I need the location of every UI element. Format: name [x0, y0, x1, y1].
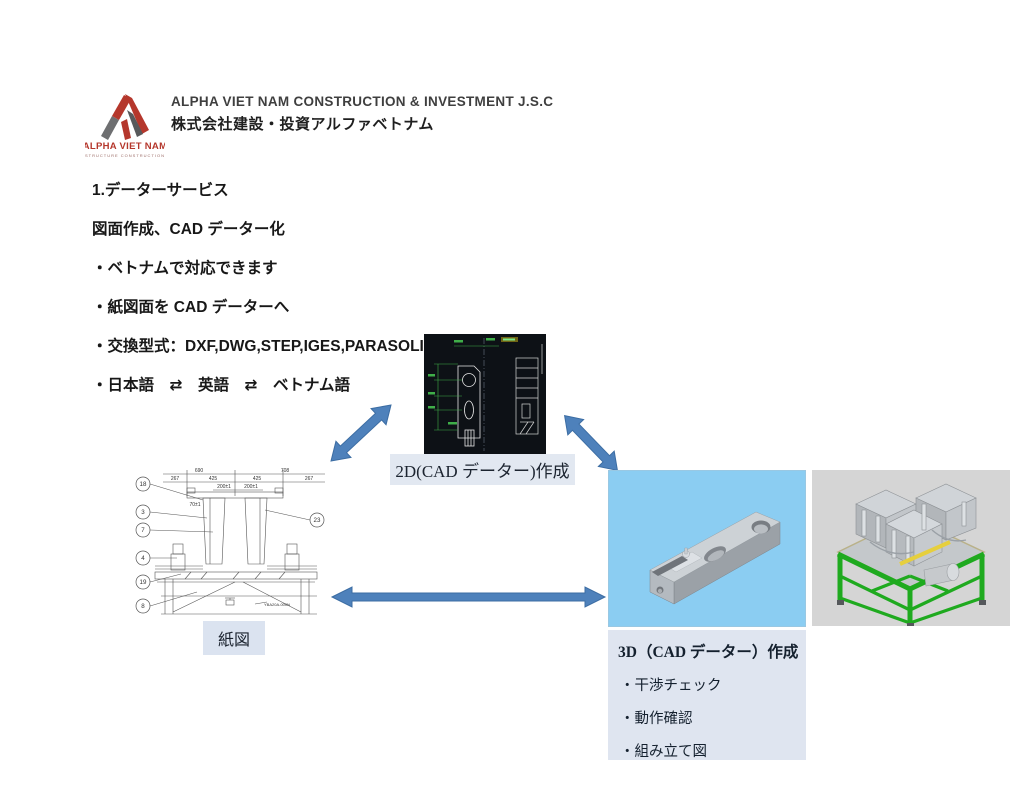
cad-3d-bullet-assembly: ・組み立て図 — [620, 744, 707, 760]
part-number: YBA20A-000N — [264, 602, 290, 607]
cad-2d-label-text: 2D(CAD データー)作成 — [395, 462, 570, 481]
cad-2d-screenshot — [424, 334, 546, 455]
balloon-7: 7 — [141, 527, 145, 534]
double-arrow-paper-to-3d — [330, 586, 607, 608]
cad-3d-title: 3D（CAD データー）作成 — [618, 644, 799, 661]
balloon-8: 8 — [141, 603, 145, 610]
bullet-formats: ・交換型式：DXF,DWG,STEP,IGES,PARASOLID — [92, 338, 436, 355]
dim-267-r: 267 — [305, 476, 314, 482]
balloon-18: 18 — [140, 481, 147, 488]
bullet-vietnam: ・ベトナムで対応できます — [92, 260, 278, 277]
dim-200-l: 200±1 — [217, 484, 231, 490]
balloon-23: 23 — [314, 517, 321, 524]
dim-708: 708 — [281, 468, 290, 474]
cad-3d-part-image — [608, 470, 806, 627]
logo-chevron-red-apex — [112, 95, 131, 120]
company-header: ALPHA VIET NAM CONSTRUCTION & INVESTMENT… — [171, 94, 553, 134]
logo-chevron-gray-left — [101, 116, 119, 140]
bullet-paper-to-cad: ・紙図面を CAD データーへ — [92, 299, 290, 316]
section-subtitle: 図面作成、CAD データー化 — [92, 221, 285, 238]
paper-drawing-image: 18 3 7 4 19 8 23 690 708 267 425 425 267… — [125, 462, 332, 622]
cad-3d-bullet-interference: ・干渉チェック — [620, 678, 722, 694]
company-name-en: ALPHA VIET NAM CONSTRUCTION & INVESTMENT… — [171, 94, 554, 109]
balloon-4: 4 — [141, 555, 145, 562]
logo-tagline-text: STRUCTURE CONSTRUCTION — [85, 153, 165, 158]
double-arrow-2d-to-3d — [563, 415, 619, 471]
dim-690: 690 — [195, 468, 204, 474]
logo-chevron-red-right — [125, 94, 149, 134]
company-name-jp: 株式会社建設・投資アルファベトナム — [171, 116, 434, 133]
balloon-3: 3 — [141, 509, 145, 516]
section-title: 1.データーサービス — [92, 182, 229, 199]
dim-267-l: 267 — [171, 476, 180, 482]
cad-2d-label: 2D(CAD データー)作成 — [390, 454, 575, 485]
dim-425-r: 425 — [253, 476, 262, 482]
double-arrow-paper-to-2d — [330, 404, 392, 462]
cad-3d-bullet-motion: ・動作確認 — [620, 711, 693, 727]
paper-drawing-label: 紙図 — [203, 621, 265, 655]
service-description: 1.データーサービス 図面作成、CAD データー化 ・ベトナムで対応できます ・… — [92, 178, 512, 412]
cad-3d-panel: 3D（CAD データー）作成 ・干渉チェック ・動作確認 ・組み立て図 — [608, 630, 806, 760]
dim-70: 70±1 — [189, 502, 200, 508]
balloon-19: 19 — [140, 579, 147, 586]
company-logo: ALPHA VIET NAM STRUCTURE CONSTRUCTION — [85, 94, 165, 158]
logo-chevron-gray-inner — [127, 110, 143, 137]
dim-425-l: 425 — [209, 476, 218, 482]
paper-drawing-label-text: 紙図 — [217, 632, 250, 649]
logo-brand-text: ALPHA VIET NAM — [85, 141, 165, 152]
cad-3d-assembly-image — [812, 470, 1010, 626]
logo-chevron-red-center — [121, 119, 131, 140]
dim-200-r: 200±1 — [244, 484, 258, 490]
bullet-languages: ・日本語 ⇄ 英語 ⇄ ベトナム語 — [92, 377, 351, 394]
